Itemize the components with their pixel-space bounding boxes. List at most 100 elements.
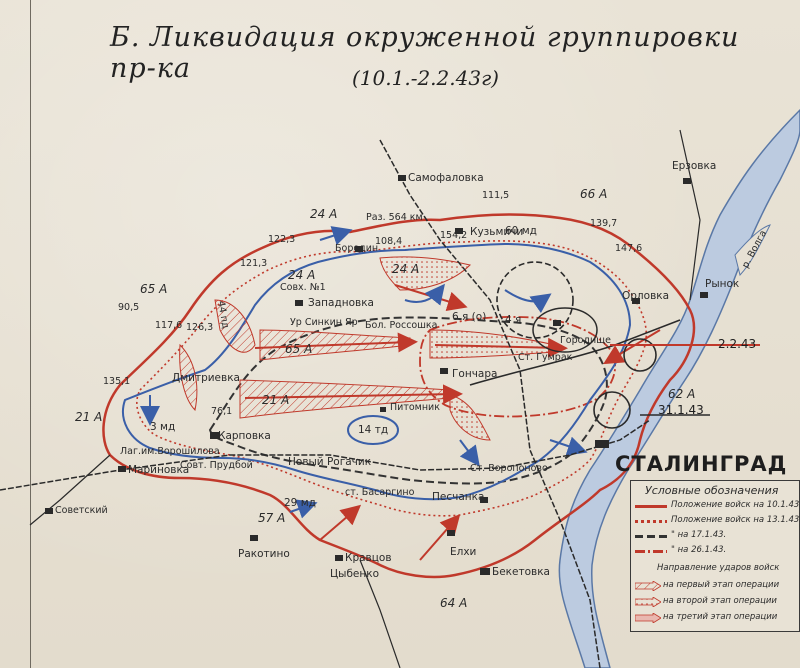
height-154-2: 154,2 xyxy=(440,230,468,241)
label-peschanka: Песчанка xyxy=(432,491,485,503)
legend-directions-title: Направление ударов войск xyxy=(657,563,780,573)
red-arrow-sw xyxy=(319,504,362,541)
label-st-basargino: ст. Басаргино xyxy=(345,487,415,498)
legend-row-26-1: " на 26.1.43. xyxy=(633,544,797,559)
label-beketovka: Бекетовка xyxy=(492,566,550,578)
height-135-1: 135,1 xyxy=(103,376,131,387)
pocket-factory xyxy=(623,338,657,372)
legend-text: на второй этап операции xyxy=(663,596,777,606)
blue-arrow-6 xyxy=(549,436,588,456)
legend-text: " на 17.1.43. xyxy=(671,530,727,540)
legend-arrow-row-3: на третий этап операции xyxy=(633,611,797,626)
legend-text: Положение войск на 10.1.43. xyxy=(671,500,800,510)
attack-zone-sw xyxy=(179,343,198,412)
attack-zone-north xyxy=(379,256,471,291)
unit-3md: 3 мд xyxy=(150,421,176,433)
settlement-gorodishche xyxy=(553,320,561,326)
height-90-5: 90,5 xyxy=(118,302,140,313)
label-dmitrievka: Дмитриевка xyxy=(172,372,240,384)
label-gorodishche: Городище xyxy=(560,335,611,346)
blue-arrow-5 xyxy=(459,439,480,467)
label-tsybenko: Цыбенко xyxy=(330,568,380,580)
legend-swatch-dashdot xyxy=(635,550,667,553)
road-sw xyxy=(29,454,111,526)
label-st-voroponovo: Ст. Воропоново xyxy=(470,463,548,474)
height-117-6: 117,6 xyxy=(155,320,183,331)
unit-64a: 64 А xyxy=(440,596,468,610)
label-kuzmichi: Кузьмичи xyxy=(470,226,524,238)
settlement-orlovka xyxy=(632,298,640,304)
height-108-4: 108,4 xyxy=(375,236,403,247)
legend-text: " на 26.1.43. xyxy=(671,545,727,555)
settlement-marinovka xyxy=(118,466,126,472)
label-karpovka: Карповка xyxy=(218,430,271,442)
red-arrow-21a xyxy=(244,384,463,405)
legend-title: Условные обозначения xyxy=(645,484,779,497)
road-north xyxy=(679,129,701,301)
label-samofalovka: Самофаловка xyxy=(408,172,484,184)
label-kravtsov: Кравцов xyxy=(345,552,392,564)
unit-24a-north: 24 А xyxy=(310,207,338,221)
label-rynok: Рынок xyxy=(705,278,740,290)
legend-row-10-1: Положение войск на 10.1.43. xyxy=(633,499,800,514)
settlement-gonchara xyxy=(440,368,448,374)
label-zapadnovka: Западновка xyxy=(308,297,374,309)
frame-margin-line xyxy=(30,0,31,668)
red-arrow-south xyxy=(419,513,461,561)
unit-60md: 60 мд xyxy=(505,225,537,237)
label-orlovka: Орловка xyxy=(622,290,670,302)
height-76-1: 76,1 xyxy=(211,406,233,417)
settlement-peschanka xyxy=(480,497,488,503)
pocket-north-ring xyxy=(496,261,574,339)
pocket-city xyxy=(593,391,631,429)
label-novy-rogachik: Новый Рогачик xyxy=(288,456,372,468)
legend-swatch-dashed xyxy=(635,535,667,538)
pocket-14td xyxy=(347,415,399,445)
legend-arrow-icon xyxy=(635,597,661,607)
height-139-7: 139,7 xyxy=(590,218,618,229)
settlement-erzovka xyxy=(683,178,691,184)
legend-text: на первый этап операции xyxy=(663,580,780,590)
railway-main xyxy=(0,419,651,491)
blue-arrow-4 xyxy=(319,226,353,246)
unit-14td: 14 тд xyxy=(358,424,389,436)
label-borodin: Бородин xyxy=(335,243,379,254)
label-elkhi: Елхи xyxy=(450,546,477,558)
unit-66a: 66 А xyxy=(580,187,608,201)
legend-swatch-dotted xyxy=(635,520,667,523)
label-sovt-prudboy: Совт. Прудбой xyxy=(180,460,253,471)
height-122-3: 122,3 xyxy=(268,234,296,245)
legend-text: Положение войск на 13.1.43. xyxy=(671,515,800,525)
height-147-6: 147,6 xyxy=(615,243,643,254)
legend-arrow-icon xyxy=(635,613,661,623)
settlement-pitomnik xyxy=(380,407,386,412)
label-lag-voroshilova: Лаг.им.Ворошилова xyxy=(120,446,220,457)
settlement-zapadnovka xyxy=(295,300,303,306)
settlement-rakotino xyxy=(250,535,258,541)
unit-21a: 21 А xyxy=(262,393,290,407)
legend-arrow-row-1: на первый этап операции xyxy=(633,579,797,594)
legend-arrow-icon xyxy=(635,581,661,591)
blue-arrow-2 xyxy=(404,283,446,306)
label-st-gumrak: Ст. Гумрак xyxy=(518,352,573,363)
settlement-rynok xyxy=(700,292,708,298)
attack-zone-south xyxy=(449,394,491,441)
label-erzovka: Ерзовка xyxy=(672,160,717,172)
blue-arrow-7 xyxy=(289,499,318,519)
unit-65a: 65 А xyxy=(285,342,313,356)
map-legend: Условные обозначения Положение войск на … xyxy=(630,480,800,632)
road-south xyxy=(359,559,401,668)
settlement-beketovka xyxy=(480,568,490,575)
label-sovkh1: Совх. №1 xyxy=(280,282,326,293)
settlement-sovetsky xyxy=(45,508,53,514)
unit-4ya: 4 я xyxy=(505,314,522,326)
front-26-1 xyxy=(419,316,617,418)
red-arrow-65a xyxy=(254,332,418,353)
legend-row-17-1: " на 17.1.43. xyxy=(633,529,797,544)
legend-text: на третий этап операции xyxy=(663,612,778,622)
settlement-elkhi xyxy=(447,530,455,536)
unit-6ya: 6 я (о) xyxy=(452,311,487,323)
label-stalingrad: СТАЛИНГРАД xyxy=(615,452,788,476)
pocket-gorodishche xyxy=(532,307,598,353)
